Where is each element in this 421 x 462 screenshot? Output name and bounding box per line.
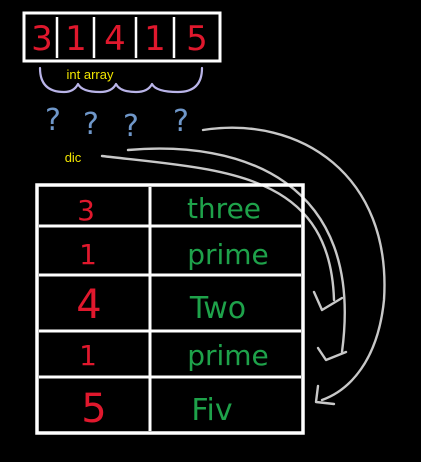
table-key: 3 [77,194,95,227]
array-outline [22,11,222,63]
int-array-label: int array [67,67,114,82]
array-value: 1 [65,19,87,59]
arrow-to-row-4 [126,147,346,354]
arrow-to-row-3 [100,154,336,302]
int-array-box: 3 1 4 1 5 [22,11,222,63]
table-key: 5 [81,386,106,432]
table-value: three [187,192,261,225]
table-value: Two [189,291,246,326]
array-value: 4 [104,19,126,59]
table-outline [35,183,305,435]
table-key: 1 [79,339,97,372]
array-value: 3 [31,19,53,59]
table-value: prime [187,339,269,372]
arrow-head [314,384,336,406]
table-key: 4 [76,282,101,328]
question-mark: ? [45,103,61,138]
dictionary-table: 3 three 1 prime 4 Two 1 prime 5 Fiv [35,183,305,435]
array-brace [38,66,204,94]
question-mark: ? [173,104,189,139]
dic-label: dic [65,150,82,165]
arrow-head [312,290,344,312]
question-mark: ? [83,107,99,142]
arrow-head [316,346,348,362]
arrow-to-row-5 [201,126,386,402]
table-value: prime [187,238,269,271]
table-value: Fiv [191,393,232,428]
question-mark: ? [123,109,139,144]
array-value: 5 [186,19,208,59]
array-value: 1 [144,19,166,59]
table-key: 1 [79,238,97,271]
